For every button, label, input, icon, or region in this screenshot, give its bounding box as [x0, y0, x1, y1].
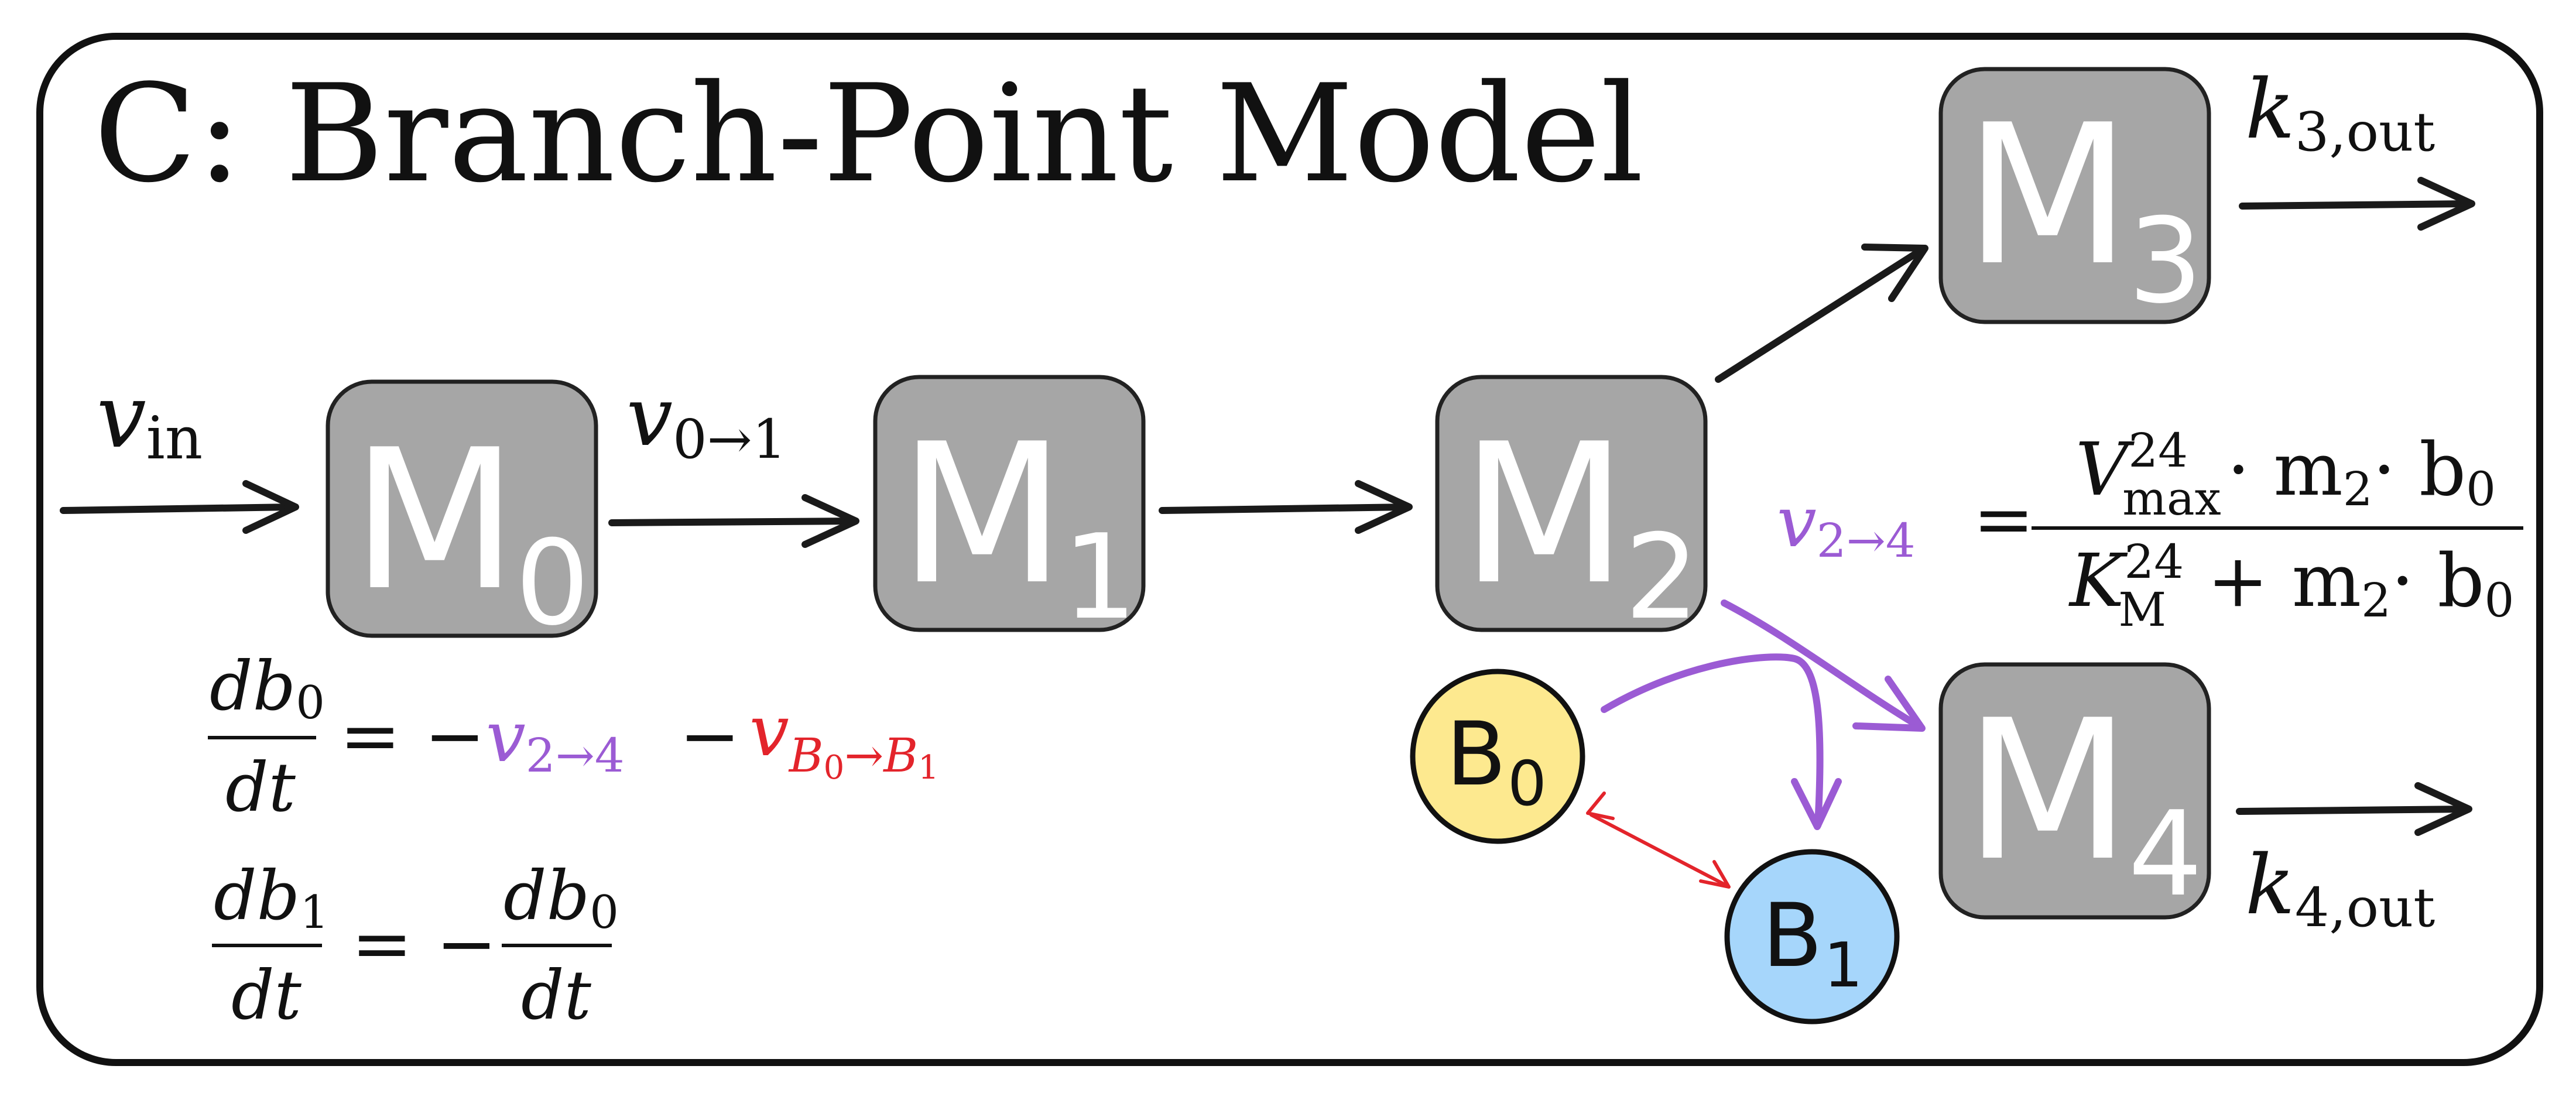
node-m2: M 2	[1435, 375, 1708, 646]
ode2-equals-minus: = −	[351, 902, 497, 986]
node-m0: M 0	[326, 379, 598, 652]
label-v01: v0→1	[626, 369, 786, 471]
node-m0-sub: 0	[515, 515, 590, 652]
node-m3-letter: M	[1964, 83, 2131, 308]
ode1-term-v24: v2→4	[486, 697, 625, 783]
label-k3-out: k3,out	[2245, 62, 2435, 163]
node-m0-letter: M	[351, 408, 518, 633]
outer-frame	[36, 33, 2543, 1066]
rate-eq-equals: =	[1973, 477, 2034, 562]
arrow-m3-out	[2239, 200, 2474, 210]
ode-db1: db1 dt = − db0 dt	[212, 857, 619, 1035]
node-b0-letter: B	[1446, 704, 1506, 806]
black-arrows	[60, 177, 2475, 836]
node-b0-sub: 0	[1508, 748, 1547, 820]
ode2-rhs-numerator: db0	[503, 857, 619, 939]
ode2-numerator: db1	[214, 857, 329, 939]
arrow-b0-branch	[1601, 653, 1824, 829]
arrow-m4-out	[2236, 806, 2471, 815]
purple-arrows	[1601, 599, 1926, 830]
arrow-m2-to-m3	[1715, 245, 1927, 383]
node-b1-sub: 1	[1824, 930, 1863, 1001]
label-k4-out: k4,out	[2245, 838, 2435, 939]
ode-db0: db0 dt = − v2→4 − vB0→B1	[208, 647, 939, 827]
ode1-numerator: db0	[210, 647, 325, 729]
ode2-denominator: dt	[231, 957, 302, 1035]
node-m3: M 3	[1938, 67, 2211, 330]
node-m1-letter: M	[899, 402, 1066, 627]
arrow-m0-to-m1	[608, 518, 858, 526]
node-m4-letter: M	[1964, 678, 2131, 903]
arrow-vin-to-m0	[60, 503, 296, 514]
node-b1-letter: B	[1762, 885, 1823, 987]
arrow-m2-to-m4	[1721, 599, 1924, 731]
rate-eq-lhs: v2→4	[1777, 482, 1916, 568]
arrow-m1-to-m2	[1159, 503, 1412, 514]
node-m4-sub: 4	[2128, 786, 2202, 923]
red-double-arrow	[1586, 791, 1731, 889]
ode1-minus: −	[679, 694, 741, 779]
node-m2-letter: M	[1461, 402, 1628, 627]
node-m2-sub: 2	[1625, 509, 1699, 646]
ode1-term-vb0b1: vB0→B1	[749, 691, 939, 787]
node-b0: B 0	[1410, 669, 1585, 844]
node-m3-sub: 3	[2128, 193, 2202, 330]
diagram-title: C: Branch-Point Model	[94, 56, 1643, 213]
node-m1-sub: 1	[1063, 509, 1137, 646]
ode2-rhs-denominator: dt	[521, 957, 592, 1035]
ode1-denominator: dt	[225, 749, 296, 827]
node-m4: M 4	[1938, 662, 2211, 923]
ode1-equals-minus: = −	[340, 694, 485, 779]
node-b1: B 1	[1724, 849, 1900, 1024]
node-m1: M 1	[873, 375, 1146, 646]
label-v-in: vin	[97, 366, 203, 472]
